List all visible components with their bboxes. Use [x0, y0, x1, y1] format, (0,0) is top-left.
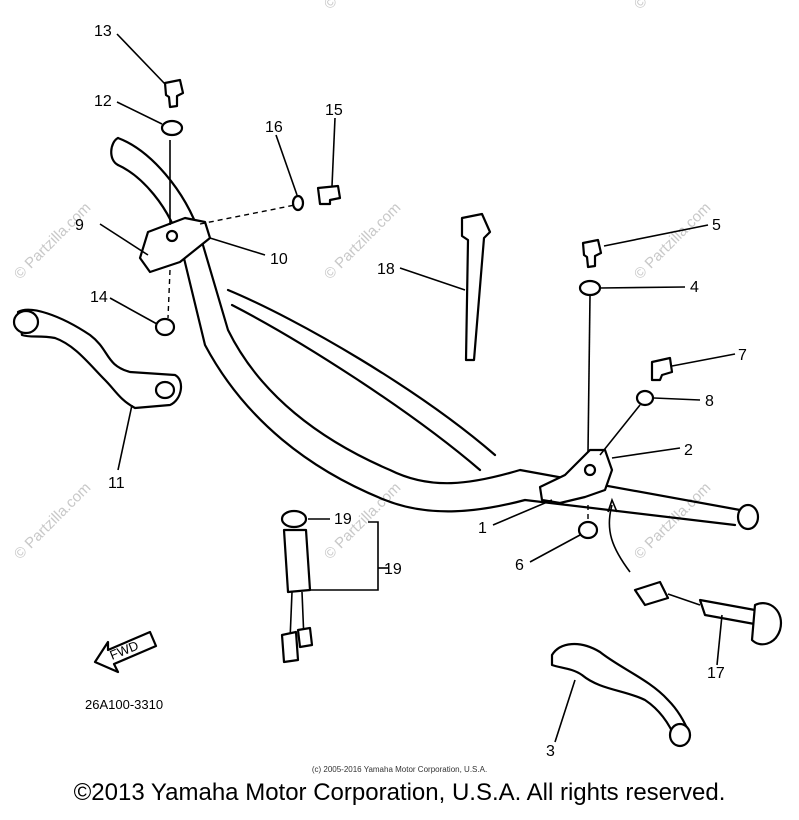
callout-15: 15: [325, 102, 343, 119]
callout-4: 4: [690, 279, 699, 296]
small-copyright: (c) 2005-2016 Yamaha Motor Corporation, …: [311, 765, 488, 774]
callout-2: 2: [684, 442, 693, 459]
callout-13: 13: [94, 23, 112, 40]
callout-10: 10: [270, 251, 288, 268]
footer-copyright: ©2013 Yamaha Motor Corporation, U.S.A. A…: [73, 779, 726, 806]
watermark-7: © Partzilla.com: [321, 0, 404, 13]
right-lever-holder: [538, 238, 674, 540]
watermark-1: © Partzilla.com: [11, 199, 94, 282]
callout-7: 7: [738, 347, 747, 364]
callout-18: 18: [377, 261, 395, 278]
start-switch: [607, 497, 783, 646]
callout-1: 1: [478, 520, 487, 537]
left-lever-holder: [138, 140, 212, 274]
leader-lines: [99, 33, 736, 743]
center-hardware: [199, 184, 342, 225]
watermark-3: © Partzilla.com: [631, 199, 714, 282]
watermark-4: © Partzilla.com: [11, 479, 94, 562]
callout-6: 6: [515, 557, 524, 574]
callout-19-top: 19: [334, 511, 352, 528]
callout-5: 5: [712, 217, 721, 234]
callout-3: 3: [546, 743, 555, 760]
left-hardware: [154, 78, 185, 337]
callout-14: 14: [90, 289, 108, 306]
fwd-arrow: FWD: [93, 630, 158, 674]
handlebar: [110, 136, 760, 531]
callout-11: 11: [108, 475, 125, 492]
left-lever: [12, 308, 183, 410]
callout-19-side: 19: [384, 561, 402, 578]
watermark-8: © Partzilla.com: [631, 0, 714, 13]
callout-numbers: 13 12 16 15 9 10 14 11 18 5 4 7 8 2 1 6 …: [75, 23, 747, 760]
diagram-reference-code: 26A100-3310: [85, 697, 163, 712]
right-lever: [550, 643, 692, 748]
callout-8: 8: [705, 393, 714, 410]
kill-switch: [280, 509, 314, 664]
callout-16: 16: [265, 119, 283, 136]
callout-12: 12: [94, 93, 112, 110]
callout-9: 9: [75, 217, 84, 234]
callout-17: 17: [707, 665, 725, 682]
cable-tie: [460, 212, 492, 362]
